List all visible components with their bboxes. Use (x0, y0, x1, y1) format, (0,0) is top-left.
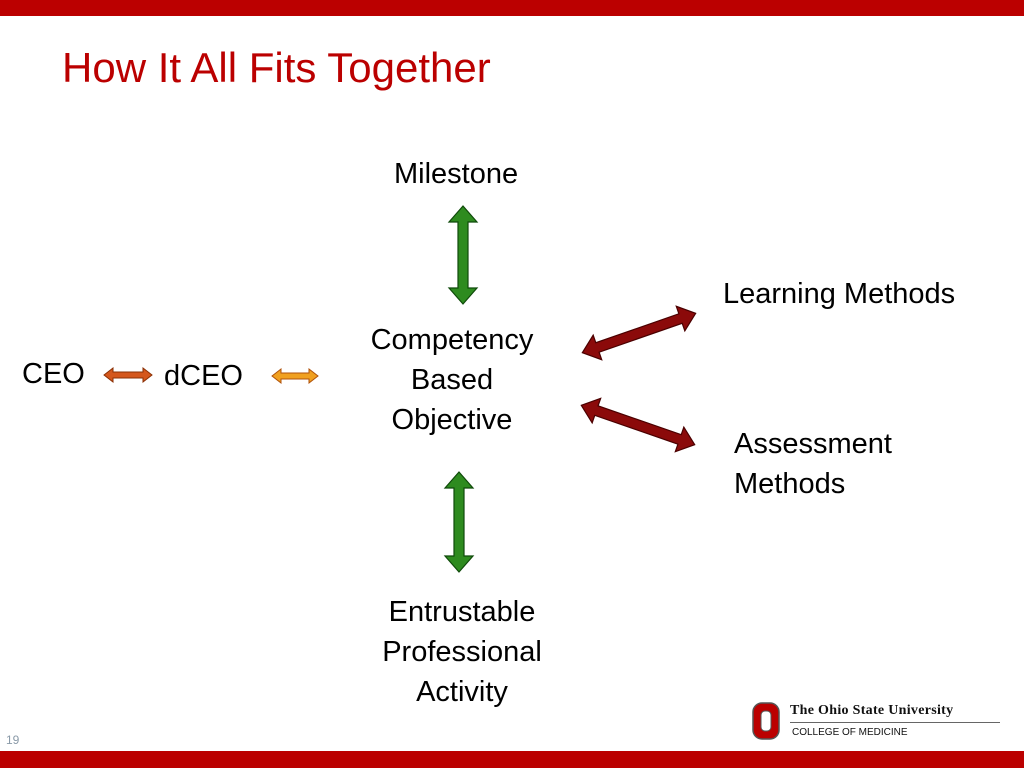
osu-block-o-logo (752, 702, 780, 740)
competency-based-objective-label: Competency Based Objective (352, 320, 552, 440)
dceo-label: dCEO (164, 360, 243, 392)
competency-line-2: Based (410, 364, 494, 396)
milestone-double-arrow (447, 205, 479, 305)
milestone-label: Milestone (394, 158, 519, 190)
page-number: 19 (6, 733, 20, 747)
assessment-line-1: Assessment (734, 428, 892, 460)
ceo-label: CEO (22, 358, 85, 390)
slide-title: How It All Fits Together (62, 44, 491, 91)
epa-line-3: Activity (416, 676, 508, 708)
ceo-dceo-arrow (103, 366, 153, 384)
epa-line-2: Professional (382, 636, 542, 668)
competency-line-1: Competency (370, 324, 534, 356)
assessment-line-2: Methods (734, 468, 846, 500)
assessment-methods-double-arrow (580, 397, 696, 453)
college-name: COLLEGE OF MEDICINE (792, 727, 908, 738)
epa-double-arrow (443, 471, 475, 573)
epa-line-1: Entrustable (388, 596, 536, 628)
university-name: The Ohio State University (790, 703, 954, 718)
learning-methods-double-arrow (581, 305, 697, 361)
entrustable-professional-activity-label: Entrustable Professional Activity (352, 592, 572, 712)
learning-methods-label: Learning Methods (723, 278, 956, 310)
assessment-methods-label: Assessment Methods (734, 424, 892, 504)
dceo-competency-arrow (271, 367, 319, 385)
top-brand-bar (0, 0, 1024, 16)
competency-line-3: Objective (391, 404, 513, 436)
bottom-brand-bar (0, 751, 1024, 768)
logo-divider (790, 722, 1000, 723)
